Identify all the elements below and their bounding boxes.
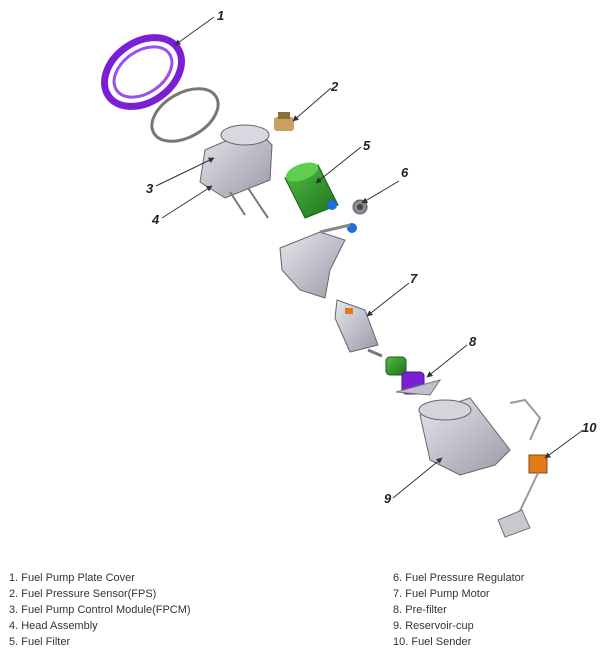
- reservoir-cup: [418, 397, 511, 476]
- legend-item: 8. Pre-filter: [393, 604, 447, 616]
- callout-labels: 1 2 3 4 5 6 7 8 9 10: [146, 8, 597, 506]
- legend-item: 7. Fuel Pump Motor: [393, 588, 490, 600]
- callout-1: 1: [217, 8, 224, 23]
- callout-3: 3: [146, 181, 154, 196]
- callout-2: 2: [330, 79, 339, 94]
- callout-9: 9: [384, 491, 392, 506]
- head-assembly: [199, 124, 273, 219]
- exploded-view-diagram: 1 2 3 4 5 6 7 8 9 10: [101, 8, 597, 538]
- legend-item: 3. Fuel Pump Control Module(FPCM): [9, 604, 191, 616]
- legend-item: 1. Fuel Pump Plate Cover: [9, 572, 135, 584]
- legend-column-left: 1. Fuel Pump Plate Cover 2. Fuel Pressur…: [9, 570, 191, 650]
- callout-8: 8: [469, 334, 477, 349]
- callout-6: 6: [401, 165, 409, 180]
- fuel-pump-motor: [334, 299, 383, 358]
- legend-item: 9. Reservoir-cup: [393, 620, 474, 632]
- fuel-pressure-sensor: [274, 112, 294, 131]
- fuel-filter: [284, 162, 357, 233]
- callout-10: 10: [582, 420, 597, 435]
- fuel-sender: [497, 398, 548, 538]
- pump-bracket: [279, 223, 351, 299]
- callout-7: 7: [410, 271, 418, 286]
- legend-item: 5. Fuel Filter: [9, 636, 71, 648]
- legend-item: 4. Head Assembly: [9, 620, 98, 632]
- pre-filter: [385, 356, 442, 396]
- legend-item: 6. Fuel Pressure Regulator: [393, 572, 525, 584]
- fuel-pressure-regulator: [352, 199, 368, 215]
- callout-5: 5: [363, 138, 371, 153]
- fuel-pump-plate-cover: [101, 34, 185, 110]
- gasket-ring: [150, 87, 220, 143]
- legend-item: 2. Fuel Pressure Sensor(FPS): [9, 588, 157, 600]
- callout-4: 4: [151, 212, 160, 227]
- legend-column-right: 6. Fuel Pressure Regulator 7. Fuel Pump …: [393, 570, 524, 650]
- leader-lines: [155, 16, 584, 499]
- parts-legend: 1. Fuel Pump Plate Cover 2. Fuel Pressur…: [0, 570, 614, 654]
- legend-item: 10. Fuel Sender: [393, 636, 472, 648]
